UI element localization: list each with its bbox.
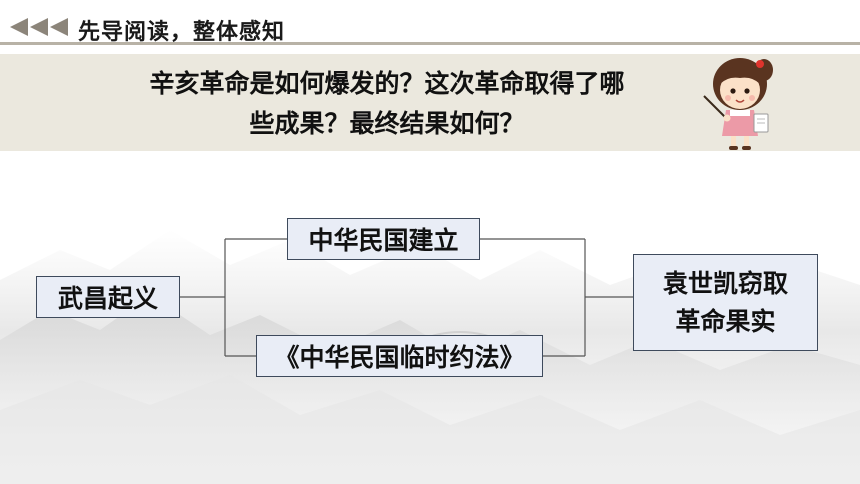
triple-left-arrow-icon[interactable] [10,17,72,37]
question-band: 辛亥革命是如何爆发的？这次革命取得了哪 些成果？最终结果如何？ [0,54,860,151]
wuchang-uprising-box: 武昌起义 [36,276,180,318]
question-line-1: 辛亥革命是如何爆发的？这次革命取得了哪 [149,69,625,98]
yuan-shikai-result-box: 袁世凯窃取 革命果实 [633,254,818,351]
section-title: 先导阅读，整体感知 [78,20,286,45]
provisional-constitution-box: 《中华民国临时约法》 [256,335,543,377]
teacher-girl-illustration [703,58,773,150]
guiding-question: 辛亥革命是如何爆发的？这次革命取得了哪 些成果？最终结果如何？ [92,64,682,144]
section-header: 先导阅读，整体感知 [0,8,860,45]
roc-founding-box: 中华民国建立 [287,218,480,260]
result-line-2: 革命果实 [675,306,776,336]
question-line-2: 些成果？最终结果如何？ [249,109,525,138]
header-divider [0,42,860,45]
result-line-1: 袁世凯窃取 [662,268,788,298]
